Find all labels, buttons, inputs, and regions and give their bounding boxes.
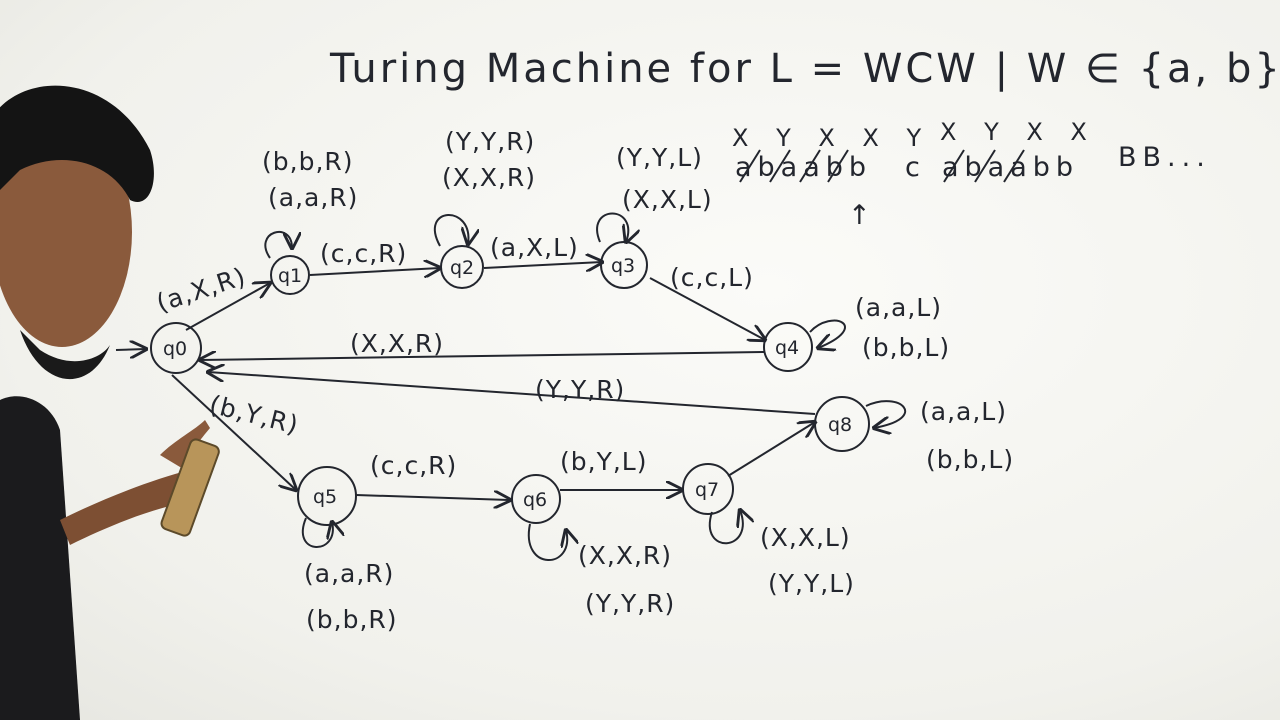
presenter-hair <box>0 85 154 202</box>
presenter-arm <box>60 470 200 545</box>
edge-q1-q2 <box>309 268 440 275</box>
label-q4-q0: (X,X,R) <box>350 329 444 358</box>
state-label-q3: q3 <box>611 255 635 277</box>
label-q6-q7: (b,Y,L) <box>560 447 647 476</box>
tape-symbols-group2: abaabb <box>942 152 1079 183</box>
label-q1-loop-2: (a,a,R) <box>268 183 358 212</box>
label-q5-loop-1: (a,a,R) <box>304 559 394 588</box>
state-q0 <box>150 322 202 374</box>
state-label-q4: q4 <box>775 337 799 359</box>
diagram-title: Turing Machine for L = WCW | W ∈ {a, b}* <box>329 46 1280 92</box>
label-q2-q3: (a,X,L) <box>490 233 579 262</box>
edge-q0-q1 <box>185 283 270 331</box>
state-q8 <box>814 396 870 452</box>
label-q2-loop-1: (Y,Y,R) <box>445 127 535 156</box>
label-q4-loop-1: (a,a,L) <box>855 293 942 322</box>
label-q5-loop-2: (b,b,R) <box>306 605 398 634</box>
loop-q4 <box>809 319 846 348</box>
edge-q4-q0 <box>200 352 766 360</box>
label-q5-q6: (c,c,R) <box>370 451 457 480</box>
state-q3 <box>600 241 648 289</box>
edge-q5-q6 <box>355 495 510 500</box>
loop-q6 <box>527 523 567 561</box>
label-q1-loop-1: (b,b,R) <box>262 147 354 176</box>
edge-q3-q4 <box>649 277 765 340</box>
state-label-q0: q0 <box>163 338 187 360</box>
presenter-hand <box>160 420 210 470</box>
label-q6-loop-2: (Y,Y,R) <box>585 589 675 618</box>
state-label-q7: q7 <box>695 479 719 501</box>
state-label-q5: q5 <box>313 486 337 508</box>
state-q5 <box>297 466 357 526</box>
edge-q7-q8 <box>727 422 815 477</box>
edge-q8-q0 <box>208 372 816 415</box>
edge-q2-q3 <box>483 262 602 268</box>
label-q1-q2: (c,c,R) <box>320 239 407 268</box>
label-q7-loop-1: (X,X,L) <box>760 523 851 552</box>
state-q7 <box>682 463 734 515</box>
loop-q1 <box>264 231 292 259</box>
state-q1 <box>270 255 310 295</box>
state-label-q8: q8 <box>828 414 852 436</box>
state-q2 <box>440 245 484 289</box>
tape: X Y X X Y abaabb c X Y X X abaabb BB... … <box>732 118 1211 231</box>
presenter-beard <box>20 330 110 380</box>
presenter-head <box>0 117 132 347</box>
tape-marks-group1: X Y X X Y <box>732 124 931 152</box>
state-label-q6: q6 <box>523 489 547 511</box>
loop-q7 <box>708 510 743 545</box>
tape-separator: c <box>905 152 926 183</box>
label-q3-loop-2: (X,X,L) <box>622 185 713 214</box>
label-q8-loop-1: (a,a,L) <box>920 397 1007 426</box>
duster-icon <box>160 438 220 537</box>
presenter-figure <box>0 85 220 720</box>
loop-q3 <box>596 212 628 243</box>
label-q7-loop-2: (Y,Y,L) <box>768 569 855 598</box>
label-q3-q4: (c,c,L) <box>670 263 754 292</box>
state-label-q1: q1 <box>278 265 302 287</box>
loop-q8 <box>865 400 907 428</box>
edge-q0-q5 <box>171 374 296 490</box>
label-q6-loop-1: (X,X,R) <box>578 541 672 570</box>
state-q4 <box>763 322 813 372</box>
loop-q2 <box>433 214 469 246</box>
start-arrow <box>115 349 146 350</box>
tape-head-arrow: ↑ <box>848 200 877 231</box>
tape-blanks: BB... <box>1118 142 1211 173</box>
label-q4-loop-2: (b,b,L) <box>862 333 950 362</box>
label-q2-loop-2: (X,X,R) <box>442 163 536 192</box>
label-q8-loop-2: (b,b,L) <box>926 445 1014 474</box>
label-q3-loop-1: (Y,Y,L) <box>616 143 703 172</box>
state-label-q2: q2 <box>450 257 474 279</box>
loop-q5 <box>301 517 333 548</box>
tape-marks-group2: X Y X X <box>940 118 1097 146</box>
label-q8-q0: (Y,Y,R) <box>535 375 625 404</box>
presenter-body <box>0 396 80 720</box>
state-q6 <box>511 474 561 524</box>
